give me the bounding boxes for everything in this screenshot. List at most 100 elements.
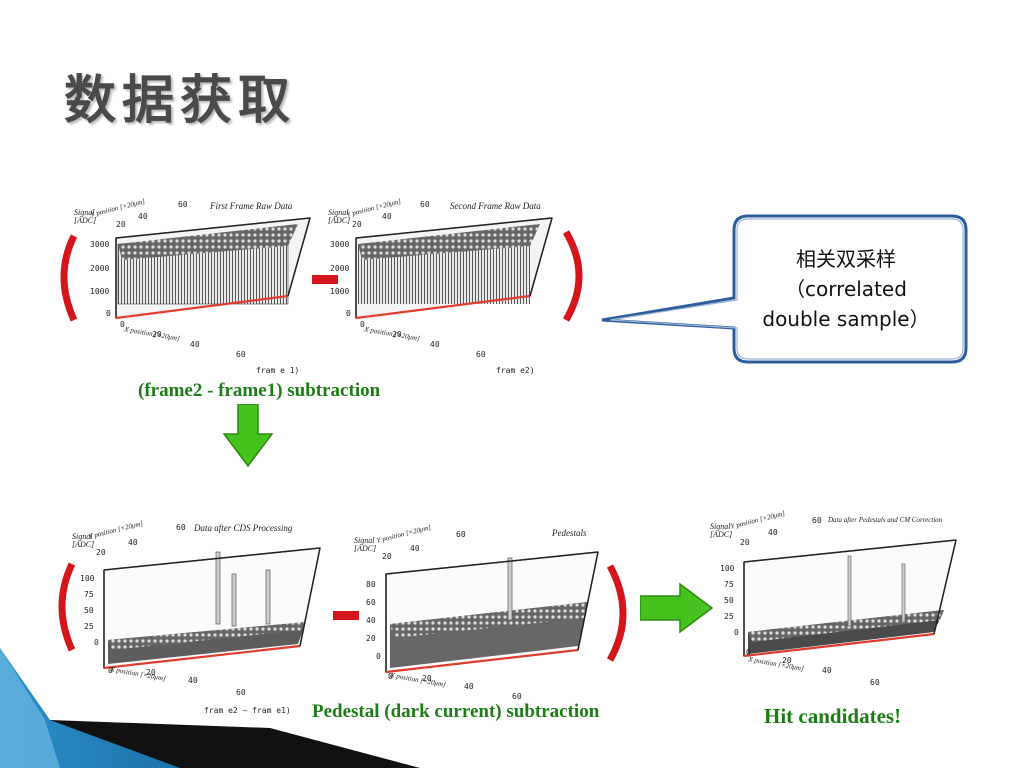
x-tick: 60: [476, 350, 486, 359]
plot-yunit: [ADC]: [74, 216, 97, 225]
callout-line: （correlated: [785, 277, 907, 301]
callout-line: double sample）: [762, 307, 930, 331]
z-tick: 50: [724, 596, 734, 605]
down-arrow: [222, 404, 274, 468]
left-paren: [58, 562, 76, 652]
y-tick: 20: [96, 548, 106, 557]
plot-yunit: [ADC]: [72, 540, 95, 549]
hit-spike: [265, 569, 271, 625]
plot-ylabel: Signal: [72, 532, 93, 541]
plot-title: Data after CDS Processing: [194, 523, 293, 533]
z-tick: 80: [366, 580, 376, 589]
right-arrow: [640, 582, 714, 634]
plot-title: Data after Pedestals and CM Correction: [828, 516, 943, 524]
plot-footnote: fram e 1): [256, 366, 300, 375]
plot-title: Pedestals: [552, 528, 587, 538]
plot-pedestals: Signal [ADC] Y position [×20μm] Pedestal…: [352, 518, 642, 708]
plot-footnote: fram e2): [496, 366, 535, 375]
z-tick: 100: [720, 564, 735, 573]
right-paren: [606, 564, 627, 662]
y-tick: 40: [128, 538, 138, 547]
x-tick: 60: [870, 678, 880, 687]
plot-yunit: [ADC]: [710, 530, 733, 539]
z-tick: 75: [84, 590, 94, 599]
plot-ylabel: Signal: [710, 522, 731, 531]
x-tick: 60: [512, 692, 522, 701]
plot-footnote: fram e2 – fram e1): [204, 706, 291, 715]
callout-line: 相关双采样: [796, 247, 896, 271]
y-tick: 20: [116, 220, 126, 229]
y-tick: 60: [176, 523, 186, 532]
slide-title: 数据获取: [64, 71, 297, 131]
decorative-band: [0, 648, 420, 768]
hit-candidate: [901, 563, 906, 623]
x-tick: 60: [236, 688, 246, 697]
minus-sign: [333, 611, 359, 620]
plot-yunit: [ADC]: [328, 216, 351, 225]
z-tick: 3000: [90, 240, 110, 249]
x-tick: 0: [746, 648, 751, 657]
x-axis-line: [115, 294, 289, 320]
caption-pedestal: Pedestal (dark current) subtraction: [312, 701, 600, 722]
pedestal-spike: [507, 557, 513, 621]
z-tick: 2000: [330, 264, 350, 273]
x-tick: 40: [188, 676, 198, 685]
x-tick: 0: [360, 320, 365, 329]
z-tick: 40: [366, 616, 376, 625]
y-tick: 20: [382, 552, 392, 561]
x-tick: 0: [120, 320, 125, 329]
z-tick: 0: [106, 309, 111, 318]
y-tick: 40: [382, 212, 392, 221]
y-tick: 40: [768, 528, 778, 537]
z-tick: 1000: [90, 287, 110, 296]
right-paren: [562, 230, 583, 322]
plot-ylabel: Signal: [74, 208, 95, 217]
plot-title: Second Frame Raw Data: [450, 201, 541, 211]
z-tick: 100: [80, 574, 95, 583]
y-tick: 60: [420, 200, 430, 209]
minus-sign: [312, 275, 338, 284]
z-tick: 50: [84, 606, 94, 615]
z-tick: 0: [94, 638, 99, 647]
hit-candidate: [847, 555, 852, 627]
x-tick: 20: [782, 656, 792, 665]
band-black-wedge: [50, 720, 420, 768]
x-tick: 40: [464, 682, 474, 691]
plot-ylabel: Signal: [354, 536, 375, 545]
y-tick: 40: [138, 212, 148, 221]
y-tick: 60: [178, 200, 188, 209]
z-tick: 75: [724, 580, 734, 589]
x-tick: 60: [236, 350, 246, 359]
caption-cds: (frame2 - frame1) subtraction: [138, 380, 381, 401]
plot-ylabel: Signal: [328, 208, 349, 217]
x-tick: 0: [388, 672, 393, 681]
y-tick: 60: [456, 530, 466, 539]
y-tick: 40: [410, 544, 420, 553]
plot-first-frame: Signal [ADC] Y position [×20μm] First Fr…: [60, 196, 320, 378]
x-tick: 0: [108, 666, 113, 675]
z-tick: 0: [376, 652, 381, 661]
x-tick: 20: [152, 330, 162, 339]
flat-texture: [748, 610, 944, 642]
z-tick: 2000: [90, 264, 110, 273]
z-tick: 1000: [330, 287, 350, 296]
y-tick: 60: [812, 516, 822, 525]
callout-text: 相关双采样 （correlated double sample）: [736, 244, 956, 334]
x-tick: 40: [190, 340, 200, 349]
z-tick: 60: [366, 598, 376, 607]
x-axis-line: [385, 648, 579, 674]
z-tick: 0: [734, 628, 739, 637]
band-light-wedge: [0, 648, 60, 768]
x-tick: 20: [146, 668, 156, 677]
left-paren: [60, 234, 78, 322]
plot-yunit: [ADC]: [354, 544, 377, 553]
x-axis-line: [103, 644, 301, 670]
plot-after-cds: Signal [ADC] Y position [×20μm] Data aft…: [56, 518, 328, 715]
x-axis-line: [743, 632, 935, 658]
bar-tops: [118, 224, 298, 260]
x-tick: 40: [430, 340, 440, 349]
plot-second-frame: Signal [ADC] Y position [×20μm] Second F…: [328, 196, 600, 378]
z-tick: 25: [84, 622, 94, 631]
bar-tops: [358, 224, 540, 260]
hit-spike: [215, 551, 221, 625]
